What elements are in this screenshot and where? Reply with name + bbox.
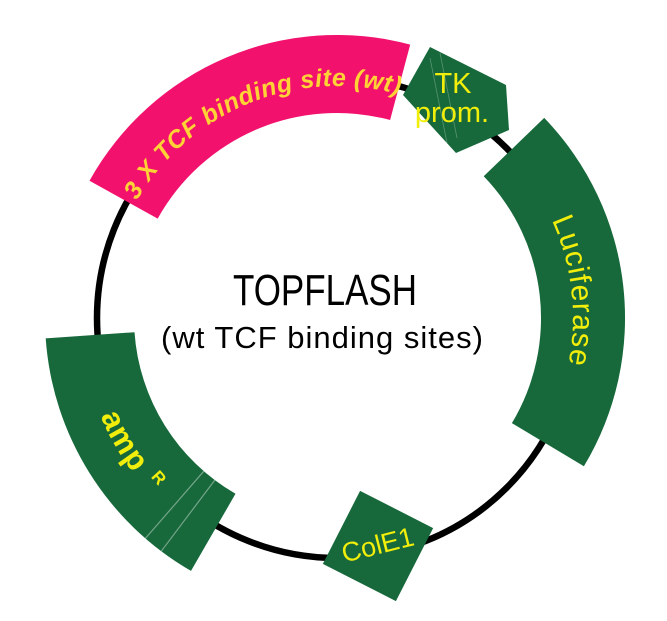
tk-segment-divider-hairline <box>429 57 448 144</box>
segment-tk-promoter <box>403 47 509 153</box>
label-tk-promoter-line2: prom. <box>415 97 489 129</box>
label-tk-promoter-line1: TK <box>434 68 472 100</box>
segment-luciferase <box>483 117 626 467</box>
amp-segment-divider-hairline <box>160 479 216 552</box>
segment-tcf-binding-site <box>89 34 411 219</box>
segment-amp-resistance <box>45 332 236 571</box>
plasmid-subtitle: (wt TCF binding sites) <box>161 320 483 355</box>
plasmid-title: TOPFLASH <box>233 266 417 315</box>
amp-segment-divider-hairline <box>144 470 205 539</box>
tk-segment-divider-hairline <box>439 52 458 139</box>
segment-cole1-origin <box>322 490 434 602</box>
